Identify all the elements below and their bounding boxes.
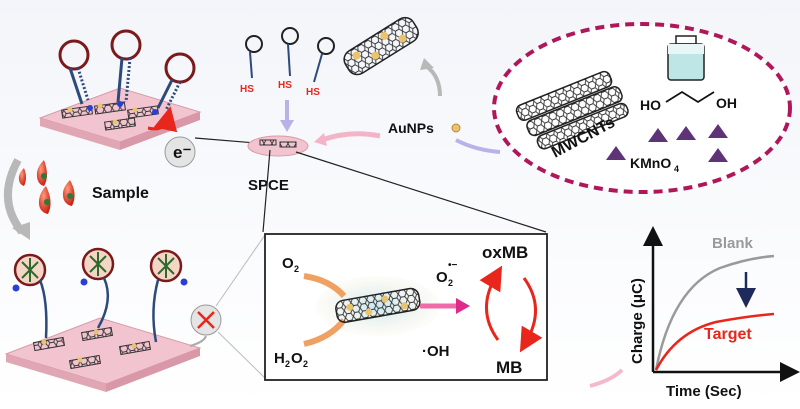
h2o2-formula: H 2 O 2 [274,350,308,369]
redox-arrow-right [519,277,543,353]
spce-label: SPCE [248,177,289,194]
superoxide-formula: O 2 •− [436,260,458,288]
ros-arrowhead [456,298,470,314]
thiolated-hairpins [245,27,335,83]
zoom-line-grey-2 [217,331,266,379]
hairpin-probe [110,29,142,103]
synthesis-arrow [455,138,501,154]
o2-arrow [303,273,347,299]
hs-label-3: HS [306,87,320,98]
modified-electrode-bottom [4,317,202,392]
sample-drops [18,160,75,214]
kmno4-subscript: 4 [674,164,679,174]
aunp-decorated-nanotube [343,16,419,76]
o2-subscript: 2 [294,264,299,274]
assembly-arrowhead [280,120,294,132]
hairpin-probe [156,52,196,111]
chart-arrow [589,368,624,388]
charge-time-chart: Blank Target Charge (μC) Time (Sec) [629,226,800,400]
spce-electrode [247,135,309,157]
opened-probe [80,247,115,329]
blocked-electron-bubble [190,304,222,336]
blank-label: Blank [712,235,754,252]
x-axis-label: Time (Sec) [666,383,742,400]
zoom-line-left [262,149,271,233]
blocked-arrow [189,335,207,347]
process-arrowhead [12,222,30,240]
zoom-line-right [295,151,547,233]
h2o2-arrow [303,318,347,347]
electron-label: e⁻ [173,143,191,162]
precursor-oval [492,22,792,194]
cnt-arrowhead [420,58,434,70]
aunp-to-spce-arrow [321,131,381,143]
h2o2-sub1: 2 [285,359,290,369]
hydroxyl-label: ·OH [422,343,450,360]
h2o2-sub2: 2 [303,359,308,369]
oxmb-label: oxMB [482,243,528,262]
aunp-to-spce-arrowhead [314,133,327,146]
h2o2-o: O [291,350,303,367]
h2o2-h: H [274,350,285,367]
o2-formula: O 2 [282,255,299,274]
blank-curve [654,254,775,371]
mb-label: MB [496,358,522,377]
ethylene-glycol-oh: OH [716,95,737,111]
modified-electrode-top [38,29,202,150]
opened-probe [149,249,188,343]
aunp-particle [451,123,461,133]
catalyst-nanotube [335,287,421,323]
ethylene-glycol-bonds [665,90,715,104]
hs-label-2: HS [278,80,292,91]
bottle-icon [667,35,705,81]
superoxide-superscript: •− [448,260,458,271]
zoom-line-grey-1 [215,234,266,307]
aunps-label: AuNPs [388,120,434,136]
hairpin-probe [58,39,90,105]
electron-bubble: e⁻ [164,136,196,168]
opened-probe [12,253,48,339]
sample-label: Sample [92,185,149,202]
o2-label: O [282,255,294,272]
electron-transfer-arrow [147,106,178,133]
superoxide-subscript: 2 [448,278,453,288]
mwcnt-bundle [515,70,629,150]
process-arrow-down [4,158,26,235]
y-axis-label: Charge (μC) [629,278,646,364]
hs-label-1: HS [240,84,254,95]
ethylene-glycol-ho: HO [640,97,661,113]
kmno4-crystals [606,124,728,162]
kmno4-label: KMnO [630,155,671,171]
target-curve [654,312,775,371]
superoxide-label: O [436,269,448,286]
target-label: Target [704,326,752,343]
redox-arrow-left [479,265,503,341]
